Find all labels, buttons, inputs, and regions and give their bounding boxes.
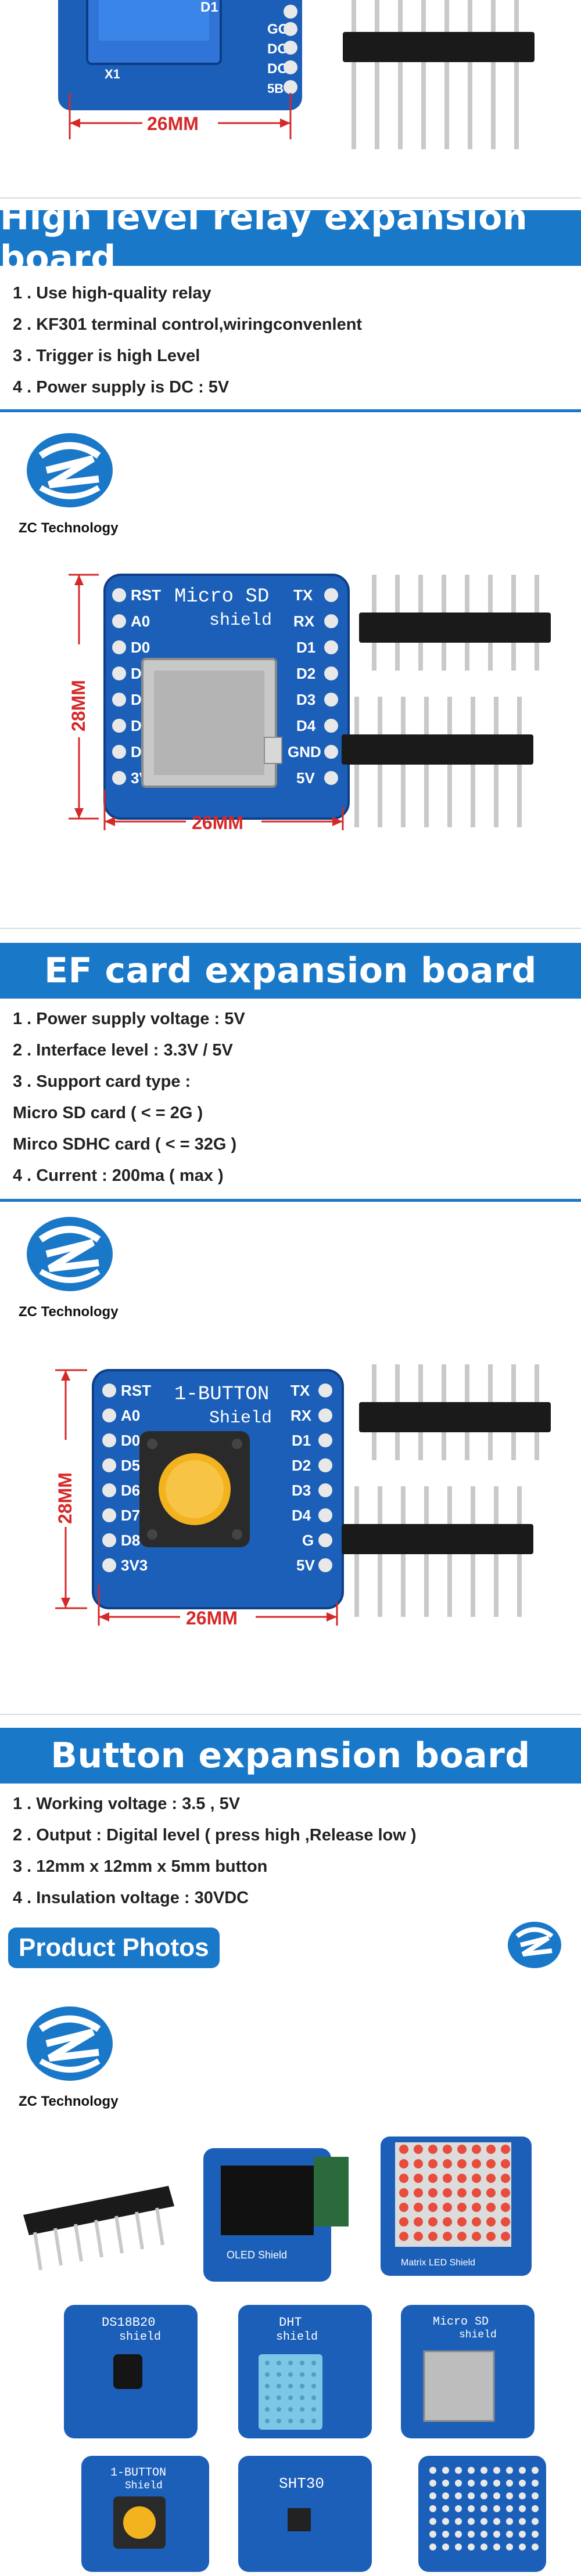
matrix-shield-photo: Matrix LED Shield (381, 2137, 532, 2276)
sht30-label: SHT30 (279, 2475, 324, 2492)
sd-pin-r7: 5V (296, 769, 315, 787)
brand-name: ZC Technology (19, 520, 119, 536)
sd-title-banner: EF card expansion board (0, 943, 581, 999)
sd-pin-l2: D0 (131, 639, 150, 656)
sd-pin-r6: GND (288, 743, 321, 761)
button-pin-l5: D7 (121, 1507, 140, 1524)
brand-name: ZC Technology (19, 2094, 119, 2109)
sd-feature-4: Micro SD card ( < = 2G ) (13, 1104, 203, 1122)
svg-text:D1: D1 (200, 0, 218, 15)
sd-feature-2: 2 . Interface level : 3.3V / 5V (13, 1041, 233, 1060)
zc-logo-icon (27, 1217, 113, 1291)
sd-pin-r3: D2 (296, 665, 315, 682)
button-section: ZC Technology 28MM RST A0 D0 D5 D6 D7 D8… (0, 1202, 581, 1968)
sd-feature-5: Mirco SDHC card ( < = 32G ) (13, 1135, 237, 1154)
oled-label: OLED Shield (227, 2249, 287, 2261)
sd-feature-3: 3 . Support card type : (13, 1072, 191, 1091)
microsd-shield-photo: Micro SD shield (401, 2305, 535, 2438)
button-pin-r3: D2 (292, 1457, 311, 1474)
button-pin-r6: G (302, 1532, 314, 1549)
sht30-shield-photo: SHT30 (238, 2456, 372, 2572)
button-pin-r0: TX (290, 1382, 310, 1399)
product-photos-tag: Product Photos (8, 1928, 220, 1968)
button-pin-r7: 5V (296, 1557, 315, 1574)
button-dimension-width: 26MM (186, 1608, 238, 1629)
button-pin-l0: RST (121, 1382, 151, 1399)
sd-pin-r5: D4 (296, 717, 316, 734)
relay-section: D1 GO DO DO 5B X1 26MM (0, 0, 581, 412)
button-feature-1: 1 . Working voltage : 3.5 , 5V (13, 1795, 241, 1813)
sd-dimension-width: 26MM (192, 812, 243, 833)
relay-dimension-label: 26MM (147, 113, 199, 134)
relay-feature-4: 4 . Power supply is DC : 5V (13, 378, 229, 397)
sd-dimension-height: 28MM (68, 680, 89, 732)
sd-feature-1: 1 . Power supply voltage : 5V (13, 1010, 245, 1028)
zc-logo-icon (27, 2006, 113, 2081)
proto-shield-photo (418, 2456, 546, 2572)
product-photos-label: Product Photos (19, 1933, 209, 1962)
microsd-label: Micro SD (433, 2315, 489, 2329)
button-pin-l4: D6 (121, 1482, 140, 1499)
dht-label: DHT (279, 2315, 302, 2330)
sd-pin-l1: A0 (131, 613, 150, 630)
sd-pin-r1: RX (293, 613, 315, 630)
button-title: Button expansion board (51, 1735, 530, 1776)
microsd-sub: shield (459, 2329, 497, 2341)
sd-board-title: Micro SD (174, 586, 269, 608)
sd-feature-6: 4 . Current : 200ma ( max ) (13, 1166, 224, 1185)
pin-header-photo (23, 2186, 174, 2271)
relay-title-banner: High level relay expansion board (0, 197, 581, 279)
button-pin-l2: D0 (121, 1432, 140, 1449)
button-feature-3: 3 . 12mm x 12mm x 5mm button (13, 1857, 268, 1876)
button-board-title: 1-BUTTON (174, 1384, 269, 1406)
relay-feature-2: 2 . KF301 terminal control,wiringconvenl… (13, 315, 363, 334)
button-title-banner: Button expansion board (0, 1728, 581, 1784)
sd-pin-r0: TX (293, 586, 313, 604)
oled-shield-photo: OLED Shield (203, 2148, 349, 2282)
matrix-label: Matrix LED Shield (401, 2258, 475, 2268)
button-pin-l3: D5 (121, 1457, 140, 1474)
button-pin-r4: D3 (292, 1482, 311, 1499)
relay-board-image: D1 GO DO DO 5B X1 26MM (58, 0, 535, 149)
button-pin-r2: D1 (292, 1432, 311, 1449)
dht-sub: shield (276, 2330, 318, 2344)
relay-title: High level relay expansion board (0, 197, 528, 279)
relay-feature-1: 1 . Use high-quality relay (13, 284, 211, 302)
sd-board-image: 28MM RST A0 D0 D5 D6 D7 D8 3V3 TX RX D1 … (68, 574, 551, 833)
svg-text:5B: 5B (267, 81, 284, 96)
ds18b20-sub: shield (119, 2330, 161, 2344)
sd-board-subtitle: shield (209, 611, 272, 631)
zc-logo-icon (508, 1922, 561, 1968)
ds18b20-label: DS18B20 (102, 2315, 155, 2330)
button-pin-l7: 3V3 (121, 1557, 148, 1574)
button-photo-sub: Shield (125, 2480, 163, 2492)
sd-pin-r2: D1 (296, 639, 315, 656)
ds18b20-shield-photo: DS18B20 shield (64, 2305, 198, 2438)
brand-name: ZC Technology (19, 1304, 119, 1320)
svg-text:X1: X1 (105, 67, 120, 81)
dht-shield-photo: DHT shield (238, 2305, 372, 2438)
button-feature-2: 2 . Output : Digital level ( press high … (13, 1826, 417, 1844)
sd-title: EF card expansion board (44, 950, 537, 991)
button-pin-l1: A0 (121, 1407, 140, 1424)
relay-feature-3: 3 . Trigger is high Level (13, 347, 200, 365)
photos-section: ZC Technology OLED Shield Matrix LED Shi… (0, 1980, 581, 2576)
button-shield-photo: 1-BUTTON Shield (81, 2456, 209, 2572)
button-board-image: 28MM RST A0 D0 D5 D6 D7 D8 3V3 TX RX D1 … (55, 1364, 551, 1629)
button-photo-label: 1-BUTTON (110, 2466, 166, 2480)
sd-pin-r4: D3 (296, 691, 315, 708)
button-dimension-height: 28MM (55, 1472, 76, 1524)
button-pin-r1: RX (290, 1407, 312, 1424)
zc-logo-icon (27, 433, 113, 507)
sd-pin-l0: RST (131, 586, 161, 604)
button-pin-r5: D4 (292, 1507, 311, 1524)
button-feature-4: 4 . Insulation voltage : 30VDC (13, 1889, 249, 1907)
button-board-subtitle: Shield (209, 1408, 272, 1428)
sd-section: ZC Technology 28MM RST A0 D0 D5 D6 D7 D8… (0, 412, 581, 1202)
product-photos-grid: OLED Shield Matrix LED Shield DS18B20 sh… (23, 2137, 546, 2572)
button-pin-l6: D8 (121, 1532, 140, 1549)
